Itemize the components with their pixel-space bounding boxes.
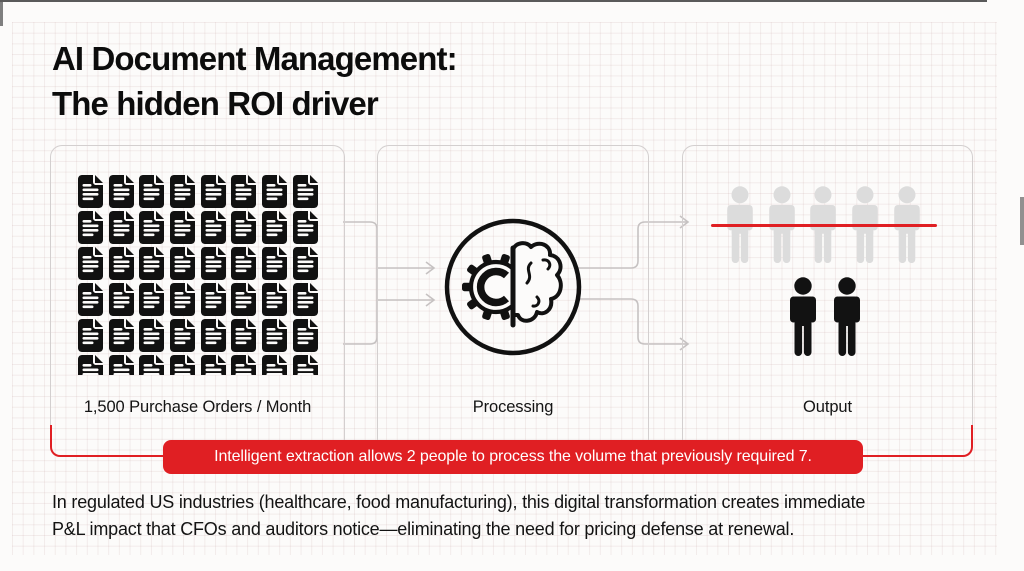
document-icon (292, 319, 318, 352)
document-icon (262, 319, 288, 352)
document-icon (139, 175, 165, 208)
active-people-row (785, 277, 865, 357)
document-icon (108, 175, 134, 208)
document-icon (108, 319, 134, 352)
document-icon (200, 319, 226, 352)
document-icon (139, 355, 165, 375)
footer-line-1: In regulated US industries (healthcare, … (52, 492, 866, 512)
document-icon (170, 247, 196, 280)
document-icon (170, 355, 196, 375)
document-icon (262, 211, 288, 244)
document-icon (78, 247, 103, 280)
document-icon (78, 211, 103, 244)
panel-output: Output (682, 145, 973, 446)
document-icon (78, 355, 103, 375)
ai-gear-brain-icon (444, 218, 582, 356)
document-icon (200, 283, 226, 316)
document-icon (78, 319, 103, 352)
page-title: AI Document Management: The hidden ROI d… (52, 36, 458, 126)
document-icon (139, 211, 165, 244)
document-icon (170, 319, 196, 352)
processing-panel-label: Processing (472, 398, 554, 416)
footer-line-2: P&L impact that CFOs and auditors notice… (52, 519, 795, 539)
document-icon (231, 247, 257, 280)
right-edge-artifact (1020, 197, 1024, 245)
panel-input: 1,500 Purchase Orders / Month (50, 145, 345, 446)
ghost-person-icon (894, 186, 920, 264)
top-edge-artifact (0, 0, 987, 2)
document-icon (292, 283, 318, 316)
document-icon (78, 283, 103, 316)
ghost-person-icon (810, 186, 837, 264)
document-icon (262, 175, 288, 208)
left-edge-artifact (0, 2, 3, 26)
document-icon (108, 355, 134, 375)
active-person-icon (834, 277, 860, 356)
document-icon (231, 211, 257, 244)
document-icon (292, 355, 318, 375)
input-panel-label: 1,500 Purchase Orders / Month (83, 398, 312, 416)
document-icon (200, 355, 226, 375)
document-icon (78, 175, 103, 208)
document-icon (262, 247, 288, 280)
document-icon (292, 211, 318, 244)
page-title-line-1: AI Document Management: (52, 40, 458, 77)
callout-text: Intelligent extraction allows 2 people t… (214, 448, 812, 465)
active-person-icon (790, 277, 816, 356)
document-icon (231, 175, 257, 208)
footer-text: In regulated US industries (healthcare, … (52, 489, 992, 543)
document-icon (108, 283, 134, 316)
output-panel-label: Output (803, 398, 852, 416)
document-icon (231, 355, 257, 375)
document-icon (200, 211, 226, 244)
document-icon (139, 283, 165, 316)
callout-banner: Intelligent extraction allows 2 people t… (163, 440, 863, 474)
document-icon (292, 175, 318, 208)
document-icon (231, 319, 257, 352)
document-icon-grid (78, 175, 321, 375)
document-icon (139, 247, 165, 280)
panel-processing: Processing (377, 145, 649, 446)
document-icon (108, 247, 134, 280)
document-icon (108, 211, 134, 244)
document-icon (200, 247, 226, 280)
page-title-line-2: The hidden ROI driver (52, 85, 379, 122)
document-icon (262, 283, 288, 316)
document-icon (170, 211, 196, 244)
document-icon (170, 283, 196, 316)
strikethrough-line (711, 224, 937, 228)
document-icon (292, 247, 318, 280)
document-icon (231, 283, 257, 316)
document-icon (262, 355, 288, 375)
document-icon (170, 175, 196, 208)
document-icon (200, 175, 226, 208)
document-icon (139, 319, 165, 352)
